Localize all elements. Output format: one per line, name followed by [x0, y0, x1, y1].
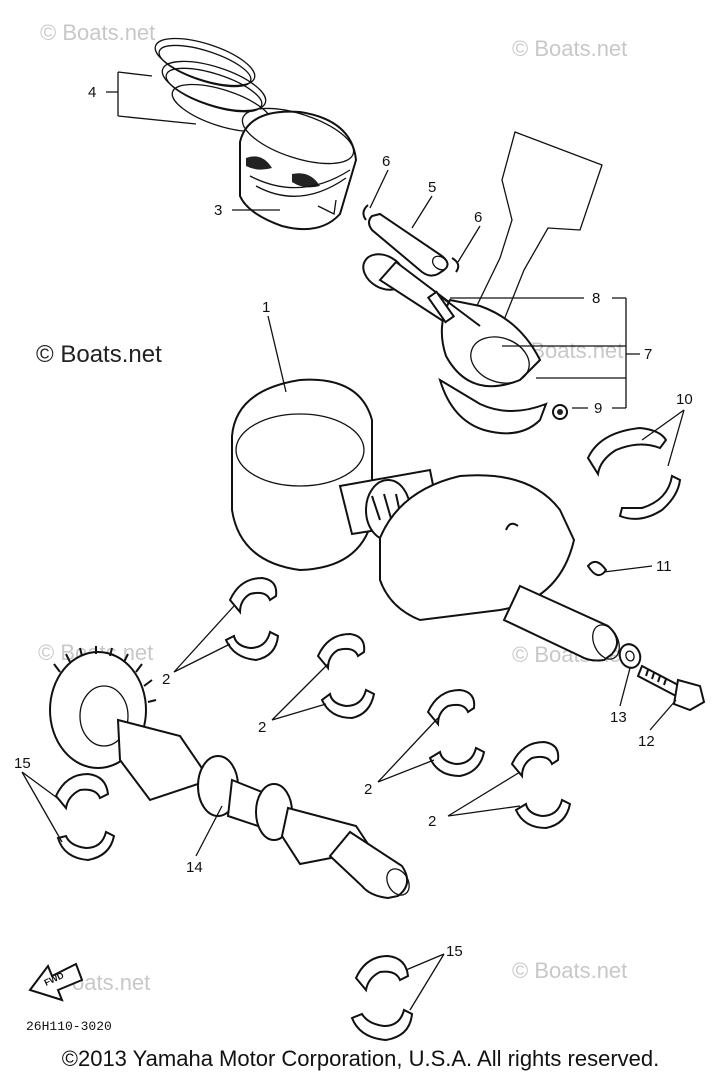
callout-3: 3 — [214, 202, 222, 219]
connecting-rod — [362, 131, 603, 435]
callout-8: 8 — [592, 290, 600, 307]
callout-10: 10 — [676, 391, 693, 408]
callout-6: 6 — [382, 153, 390, 170]
callout-2: 2 — [258, 719, 266, 736]
circlip — [451, 257, 460, 273]
callout-5: 5 — [428, 179, 436, 196]
main-bearing — [224, 576, 280, 662]
callout-12: 12 — [638, 733, 655, 750]
watermark: © Boats.net — [512, 36, 627, 61]
piston — [239, 107, 358, 231]
callout-15: 15 — [14, 755, 31, 772]
main-bearing — [510, 740, 572, 830]
copyright-notice: ©2013 Yamaha Motor Corporation, U.S.A. A… — [61, 1046, 660, 1071]
big-end-bearing — [586, 426, 682, 520]
washer — [618, 643, 642, 669]
watermark: oats.net — [72, 970, 150, 995]
diagram-code: 26H110-3020 — [26, 1019, 112, 1034]
callout-1: 1 — [262, 299, 270, 316]
callout-2: 2 — [428, 813, 436, 830]
forward-arrow-icon: FWD — [28, 962, 84, 1002]
balancer-bearing — [54, 772, 116, 862]
callout-2: 2 — [364, 781, 372, 798]
con-rod-bolt — [426, 290, 456, 324]
bolt — [636, 664, 706, 712]
leader-lines — [21, 71, 685, 1011]
callout-9: 9 — [594, 400, 602, 417]
crankshaft — [231, 378, 620, 662]
callout-7: 7 — [644, 346, 652, 363]
main-bearing — [316, 632, 376, 720]
balancer-bearing — [350, 954, 414, 1042]
callout-11: 11 — [656, 558, 672, 575]
woodruff-key — [586, 560, 608, 577]
watermark: © Boats.net — [40, 20, 155, 45]
balancer-shaft — [49, 646, 410, 900]
con-rod-nut — [552, 404, 568, 420]
watermark: © Boats.net — [36, 341, 162, 368]
callout-14: 14 — [186, 859, 203, 876]
watermark: © Boats.net — [512, 958, 627, 983]
circlip — [362, 204, 369, 221]
callout-4: 4 — [88, 84, 96, 101]
callout-15: 15 — [446, 943, 463, 960]
piston-pin — [368, 212, 449, 277]
callout-2: 2 — [162, 671, 170, 688]
callout-13: 13 — [610, 709, 627, 726]
callout-6: 6 — [474, 209, 482, 226]
main-bearing — [426, 688, 486, 778]
